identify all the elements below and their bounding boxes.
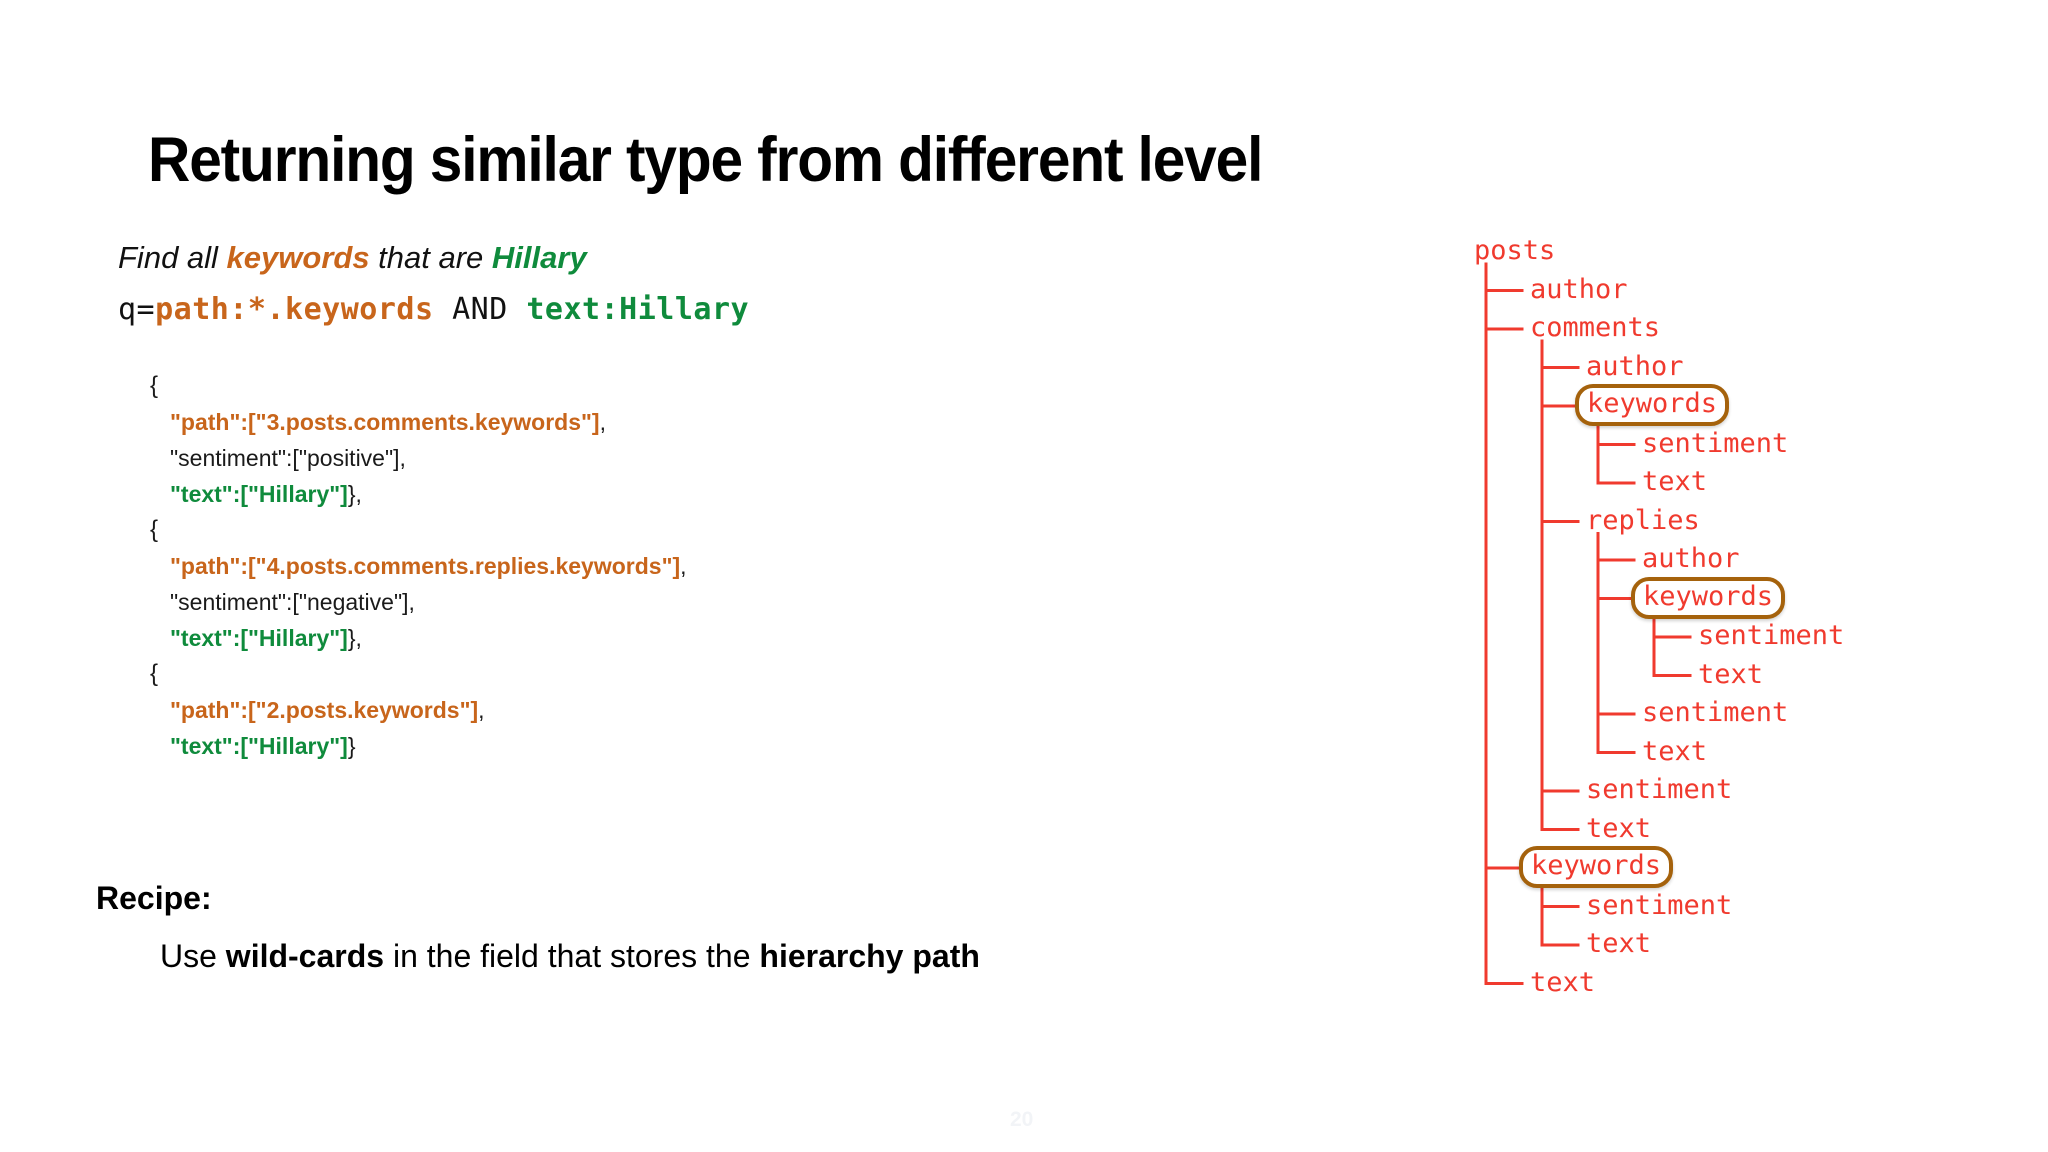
json-text-tail: },	[347, 481, 362, 507]
find-prefix-text: Find all	[118, 240, 227, 275]
json-text-tail: }	[347, 733, 356, 759]
recipe-pre-text: Use	[160, 938, 226, 974]
json-path-row: "path":["2.posts.keywords"],	[150, 692, 687, 728]
tree-node-author: author	[1586, 350, 1684, 382]
query-text-clause: text:Hillary	[526, 292, 750, 327]
tree-node-text: text	[1586, 812, 1652, 844]
tree-node-text: text	[1530, 966, 1596, 998]
tree-node-posts: posts	[1474, 235, 1556, 266]
json-sentiment-row: "sentiment":["negative"],	[170, 589, 415, 615]
json-text-row: "text":["Hillary"]}	[150, 728, 687, 764]
json-text-row: "text":["Hillary"]},	[150, 620, 687, 656]
json-open-brace: {	[150, 660, 159, 687]
tree-node-text: text	[1698, 658, 1764, 690]
json-text-value: "text":["Hillary"]	[170, 733, 348, 759]
json-results-block: { "path":["3.posts.comments.keywords"], …	[150, 368, 687, 764]
json-text-value: "text":["Hillary"]	[170, 625, 348, 651]
json-path-value: "path":["2.posts.keywords"]	[170, 697, 479, 723]
json-path-row: "path":["4.posts.comments.replies.keywor…	[150, 548, 687, 584]
recipe-bold-hierarchy-path: hierarchy path	[759, 938, 980, 974]
json-sentiment-row: "sentiment":["positive"],	[170, 445, 406, 471]
recipe-label: Recipe:	[96, 880, 212, 916]
tree-node-author: author	[1530, 273, 1628, 305]
find-description-line: Find all keywords that are Hillary	[118, 240, 587, 276]
json-path-row: "path":["3.posts.comments.keywords"],	[150, 404, 687, 440]
json-text-value: "text":["Hillary"]	[170, 481, 348, 507]
tree-node-sentiment: sentiment	[1698, 620, 1845, 651]
tree-node-sentiment: sentiment	[1586, 774, 1733, 805]
json-open-brace: {	[150, 372, 159, 399]
tree-node-text: text	[1642, 735, 1708, 767]
tree-node-replies: replies	[1586, 504, 1700, 536]
json-path-comma: ,	[599, 409, 606, 435]
json-text-row: "text":["Hillary"]},	[150, 476, 687, 512]
query-path-clause: path:*.keywords	[155, 292, 434, 327]
query-line: q=path:*.keywords AND text:Hillary	[118, 292, 749, 327]
tree-node-highlighted-keywords: keywords	[1519, 846, 1674, 888]
query-prefix: q=	[118, 292, 156, 327]
query-operator: AND	[433, 292, 527, 327]
json-open-brace: {	[150, 516, 159, 543]
page-number: 20	[1010, 1108, 1034, 1131]
json-path-comma: ,	[680, 553, 687, 579]
recipe-body: Use wild-cards in the field that stores …	[160, 938, 980, 975]
page-title: Returning similar type from different le…	[148, 125, 1263, 195]
json-path-comma: ,	[478, 697, 485, 723]
tree-node-sentiment: sentiment	[1586, 889, 1733, 921]
tree-node-text: text	[1642, 466, 1708, 497]
tree-node-sentiment: sentiment	[1642, 697, 1789, 728]
tree-node-author: author	[1642, 543, 1740, 574]
tree-node-highlighted-keywords: keywords	[1631, 576, 1786, 619]
find-keyword-term: keywords	[226, 240, 370, 275]
json-text-tail: },	[347, 625, 362, 651]
json-path-value: "path":["4.posts.comments.replies.keywor…	[170, 553, 681, 579]
recipe-bold-wildcards: wild-cards	[225, 938, 385, 974]
find-middle-text: that are	[369, 240, 492, 275]
tree-connector-lines	[1484, 262, 1692, 985]
tree-node-comments: comments	[1530, 312, 1661, 343]
find-value-term: Hillary	[491, 240, 587, 275]
tree-node-sentiment: sentiment	[1642, 427, 1789, 459]
recipe-middle-text: in the field that stores the	[384, 938, 760, 974]
tree-node-highlighted-keywords: keywords	[1575, 384, 1730, 426]
json-path-value: "path":["3.posts.comments.keywords"]	[170, 409, 600, 435]
tree-node-text: text	[1586, 928, 1652, 959]
